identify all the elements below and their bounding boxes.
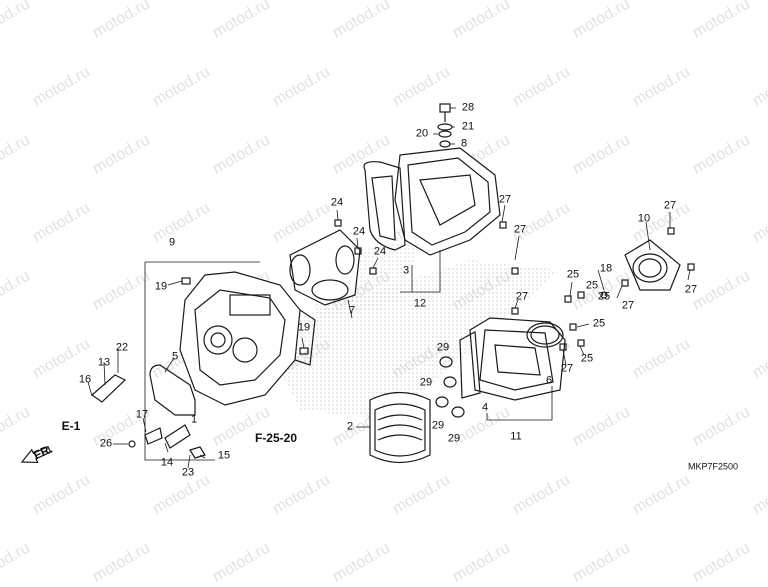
- housing-part: [179, 271, 316, 406]
- part-label-25: 25: [592, 317, 606, 330]
- snorkel-part: [289, 229, 361, 306]
- filter-element-part: [369, 391, 431, 464]
- part-label-27: 27: [684, 283, 698, 296]
- part-label-27: 27: [515, 290, 529, 303]
- part-label-11: 11: [510, 430, 522, 443]
- part-label-24: 24: [330, 196, 344, 209]
- part-label-16: 16: [78, 373, 92, 386]
- part-label-29: 29: [431, 419, 445, 432]
- part-label-14: 14: [160, 456, 174, 469]
- part-label-27: 27: [560, 362, 574, 375]
- part-label-10: 10: [637, 212, 651, 225]
- part-label-19: 19: [154, 280, 168, 293]
- part-label-27: 27: [498, 193, 512, 206]
- o-ring-part: [526, 322, 564, 348]
- part-label-29: 29: [419, 376, 433, 389]
- ref-label-e1: E-1: [61, 419, 81, 433]
- part-label-21: 21: [461, 120, 475, 133]
- dotted-shadow: [260, 260, 560, 420]
- part-label-24: 24: [352, 225, 366, 238]
- cap-part: [624, 239, 681, 291]
- ref-label-f2520: F-25-20: [254, 431, 298, 445]
- part-label-3: 3: [402, 264, 410, 277]
- air-cleaner-cover-part: [363, 147, 501, 256]
- part-label-27: 27: [513, 223, 527, 236]
- filter-cover-part: [459, 317, 566, 401]
- gasket-part: [149, 364, 196, 416]
- part-label-12: 12: [413, 297, 427, 310]
- part-label-27: 27: [621, 299, 635, 312]
- part-label-25: 25: [566, 268, 580, 281]
- part-label-2: 2: [346, 420, 354, 433]
- part-label-15: 15: [217, 449, 231, 462]
- part-label-27: 27: [663, 199, 677, 212]
- part-label-19: 19: [297, 321, 311, 334]
- part-label-18: 18: [599, 262, 613, 275]
- bolt-stack: [437, 103, 453, 148]
- part-label-23: 23: [181, 466, 195, 479]
- part-label-4: 4: [481, 401, 489, 414]
- part-label-25: 25: [580, 352, 594, 365]
- part-label-25: 25: [585, 279, 599, 292]
- part-label-5: 5: [171, 350, 179, 363]
- part-label-22: 22: [115, 341, 129, 354]
- part-label-29: 29: [436, 341, 450, 354]
- leader-lines: [87, 107, 691, 469]
- part-label-28: 28: [461, 101, 475, 114]
- part-label-6: 6: [545, 374, 553, 387]
- part-label-26: 26: [99, 437, 113, 450]
- part-label-7: 7: [348, 304, 356, 317]
- part-label-1: 1: [190, 413, 198, 426]
- part-label-9: 9: [168, 236, 176, 249]
- diagram-code: MKP7F2500: [687, 461, 739, 472]
- part-label-29: 29: [447, 432, 461, 445]
- part-label-20: 20: [415, 127, 429, 140]
- part-label-8: 8: [460, 137, 468, 150]
- part-label-25: 25: [597, 290, 611, 303]
- hose-parts: [91, 291, 608, 459]
- part-label-17: 17: [135, 408, 149, 421]
- part-label-24: 24: [373, 245, 387, 258]
- front-direction-arrow: [20, 445, 52, 464]
- part-label-13: 13: [97, 356, 111, 369]
